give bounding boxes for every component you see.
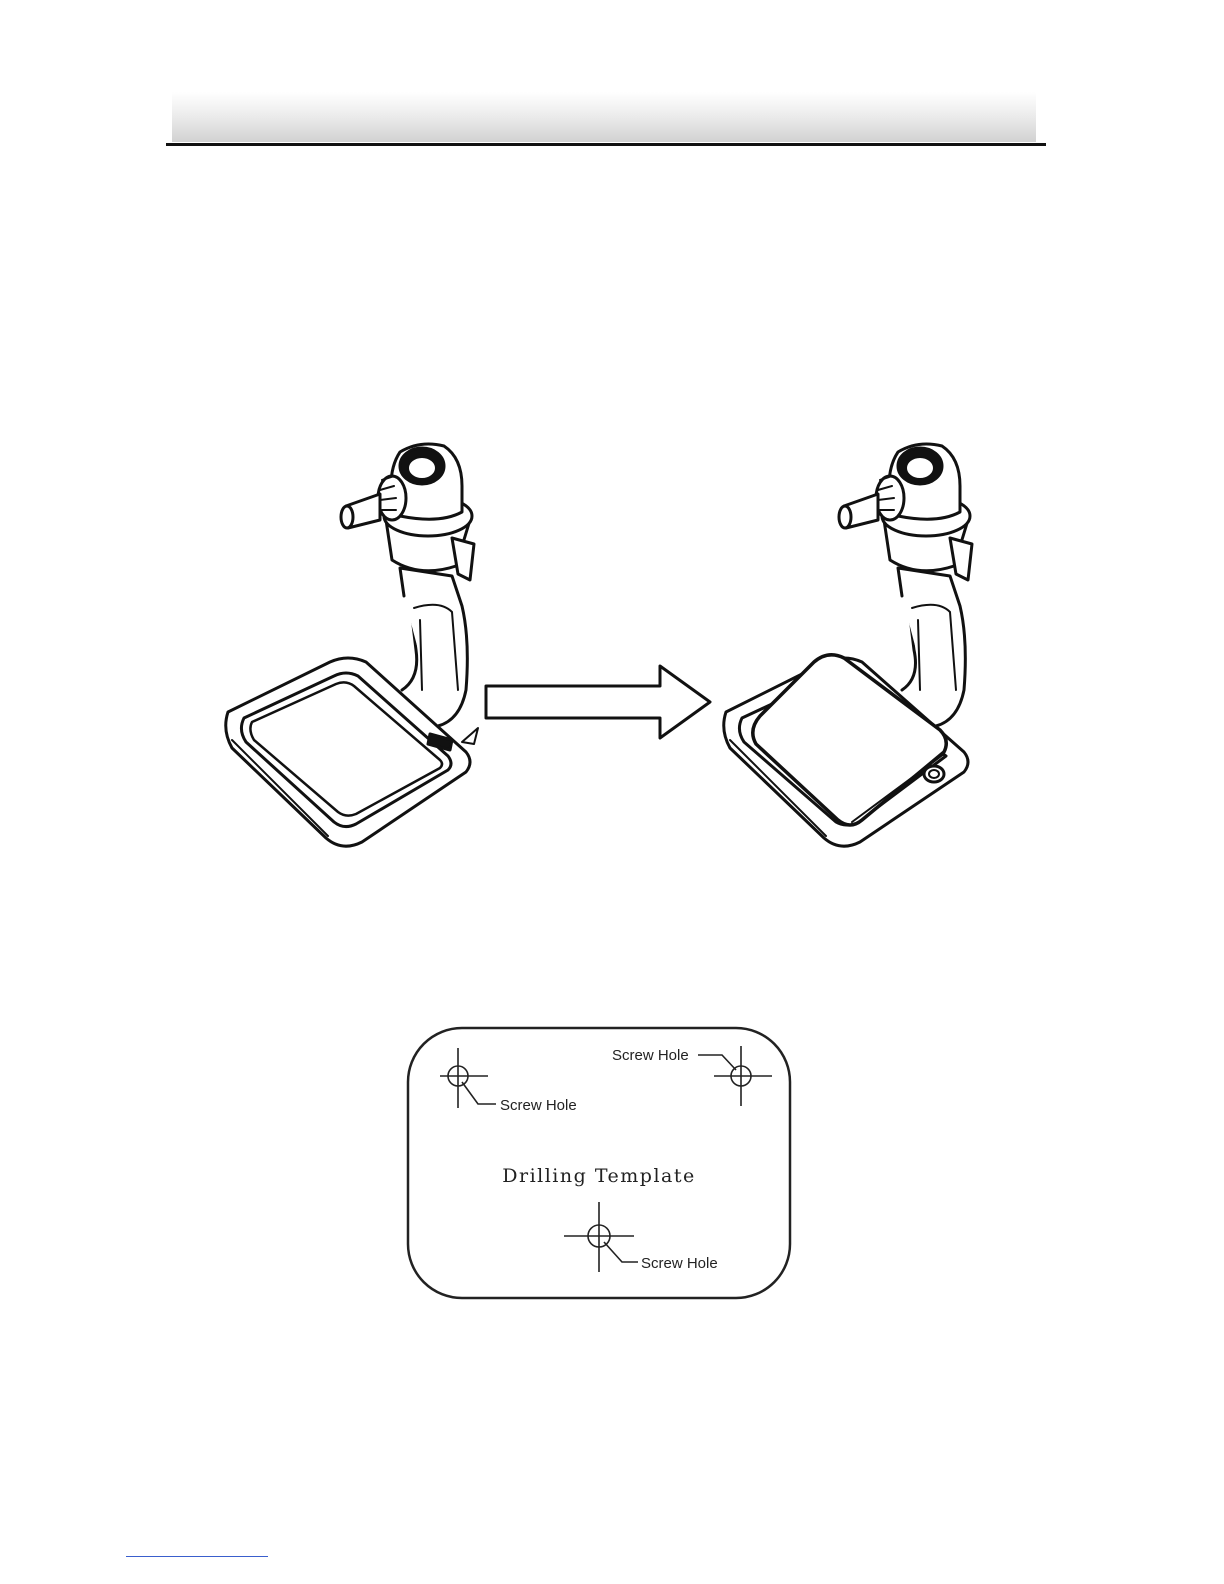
screw-hole-label: Screw Hole (641, 1255, 718, 1272)
screw-hole-label: Screw Hole (500, 1097, 577, 1114)
drilling-template-title: Drilling Template (502, 1165, 695, 1187)
footer-rule (126, 1556, 268, 1557)
screw-hole-label: Screw Hole (612, 1047, 689, 1064)
